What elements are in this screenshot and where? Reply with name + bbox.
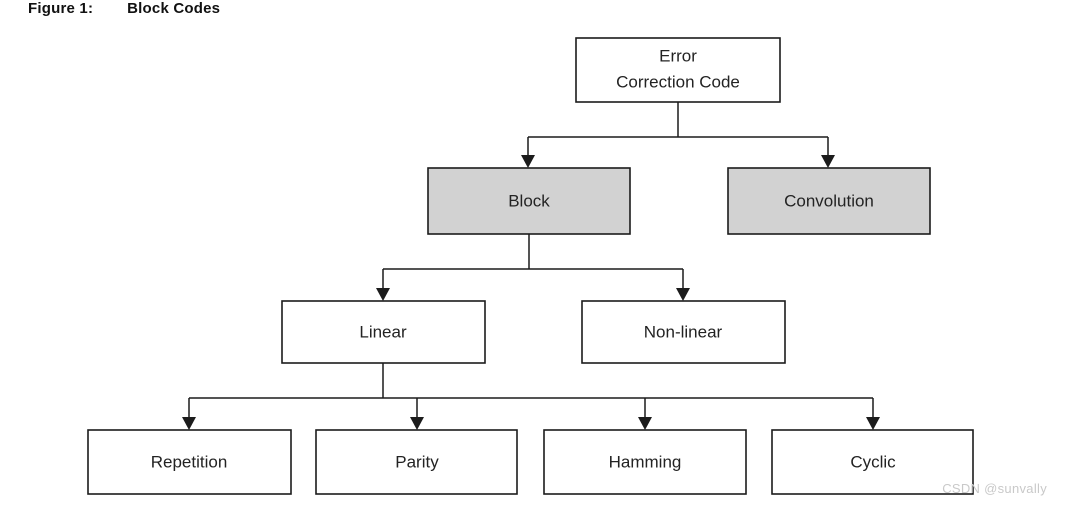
node-label-cyclic: Cyclic <box>850 452 896 471</box>
arrowhead-to-non-linear <box>676 288 690 301</box>
node-box-linear[interactable] <box>281 300 486 364</box>
figure-caption-title: Block Codes <box>127 0 221 17</box>
node-label-error-correction-code-line1: Error <box>659 46 697 65</box>
node-label-block: Block <box>508 191 550 210</box>
arrowhead-to-parity <box>410 417 424 430</box>
figure-caption-label: Figure 1: <box>28 0 94 17</box>
node-label-linear: Linear <box>359 322 407 341</box>
connector-block-to-level2-trunk <box>382 234 684 293</box>
node-linear[interactable]: Linear <box>281 300 486 364</box>
node-box-block[interactable] <box>427 167 631 235</box>
node-cyclic[interactable]: Cyclic <box>771 429 974 495</box>
connector-group-root <box>521 102 835 168</box>
figure-caption: Figure 1: Block Codes <box>28 0 220 17</box>
node-label-parity: Parity <box>395 452 439 471</box>
node-hamming[interactable]: Hamming <box>543 429 747 495</box>
arrowhead-to-block <box>521 155 535 168</box>
node-non-linear[interactable]: Non-linear <box>581 300 786 364</box>
node-convolution[interactable]: Convolution <box>727 167 931 235</box>
connector-group-block <box>376 234 690 301</box>
node-block[interactable]: Block <box>427 167 631 235</box>
arrowhead-to-cyclic <box>866 417 880 430</box>
arrowhead-to-repetition <box>182 417 196 430</box>
node-box-cyclic[interactable] <box>771 429 974 495</box>
arrowhead-to-linear <box>376 288 390 301</box>
node-label-repetition: Repetition <box>151 452 228 471</box>
arrowhead-to-hamming <box>638 417 652 430</box>
watermark-text: CSDN @sunvally <box>942 481 1047 496</box>
connector-ecc-to-level1-trunk <box>527 102 829 160</box>
node-repetition[interactable]: Repetition <box>87 429 292 495</box>
node-parity[interactable]: Parity <box>315 429 518 495</box>
node-box-convolution[interactable] <box>727 167 931 235</box>
node-error-correction-code[interactable]: Error Correction Code <box>575 37 781 103</box>
node-label-convolution: Convolution <box>784 191 874 210</box>
arrowhead-to-convolution <box>821 155 835 168</box>
connector-linear-to-level3-trunk <box>188 363 874 422</box>
node-box-hamming[interactable] <box>543 429 747 495</box>
node-label-error-correction-code-line2: Correction Code <box>616 72 740 91</box>
node-label-hamming: Hamming <box>609 452 682 471</box>
connector-group-linear <box>182 363 880 430</box>
node-box-repetition[interactable] <box>87 429 292 495</box>
node-box-error-correction-code[interactable] <box>575 37 781 103</box>
node-box-non-linear[interactable] <box>581 300 786 364</box>
node-box-parity[interactable] <box>315 429 518 495</box>
node-label-non-linear: Non-linear <box>644 322 723 341</box>
